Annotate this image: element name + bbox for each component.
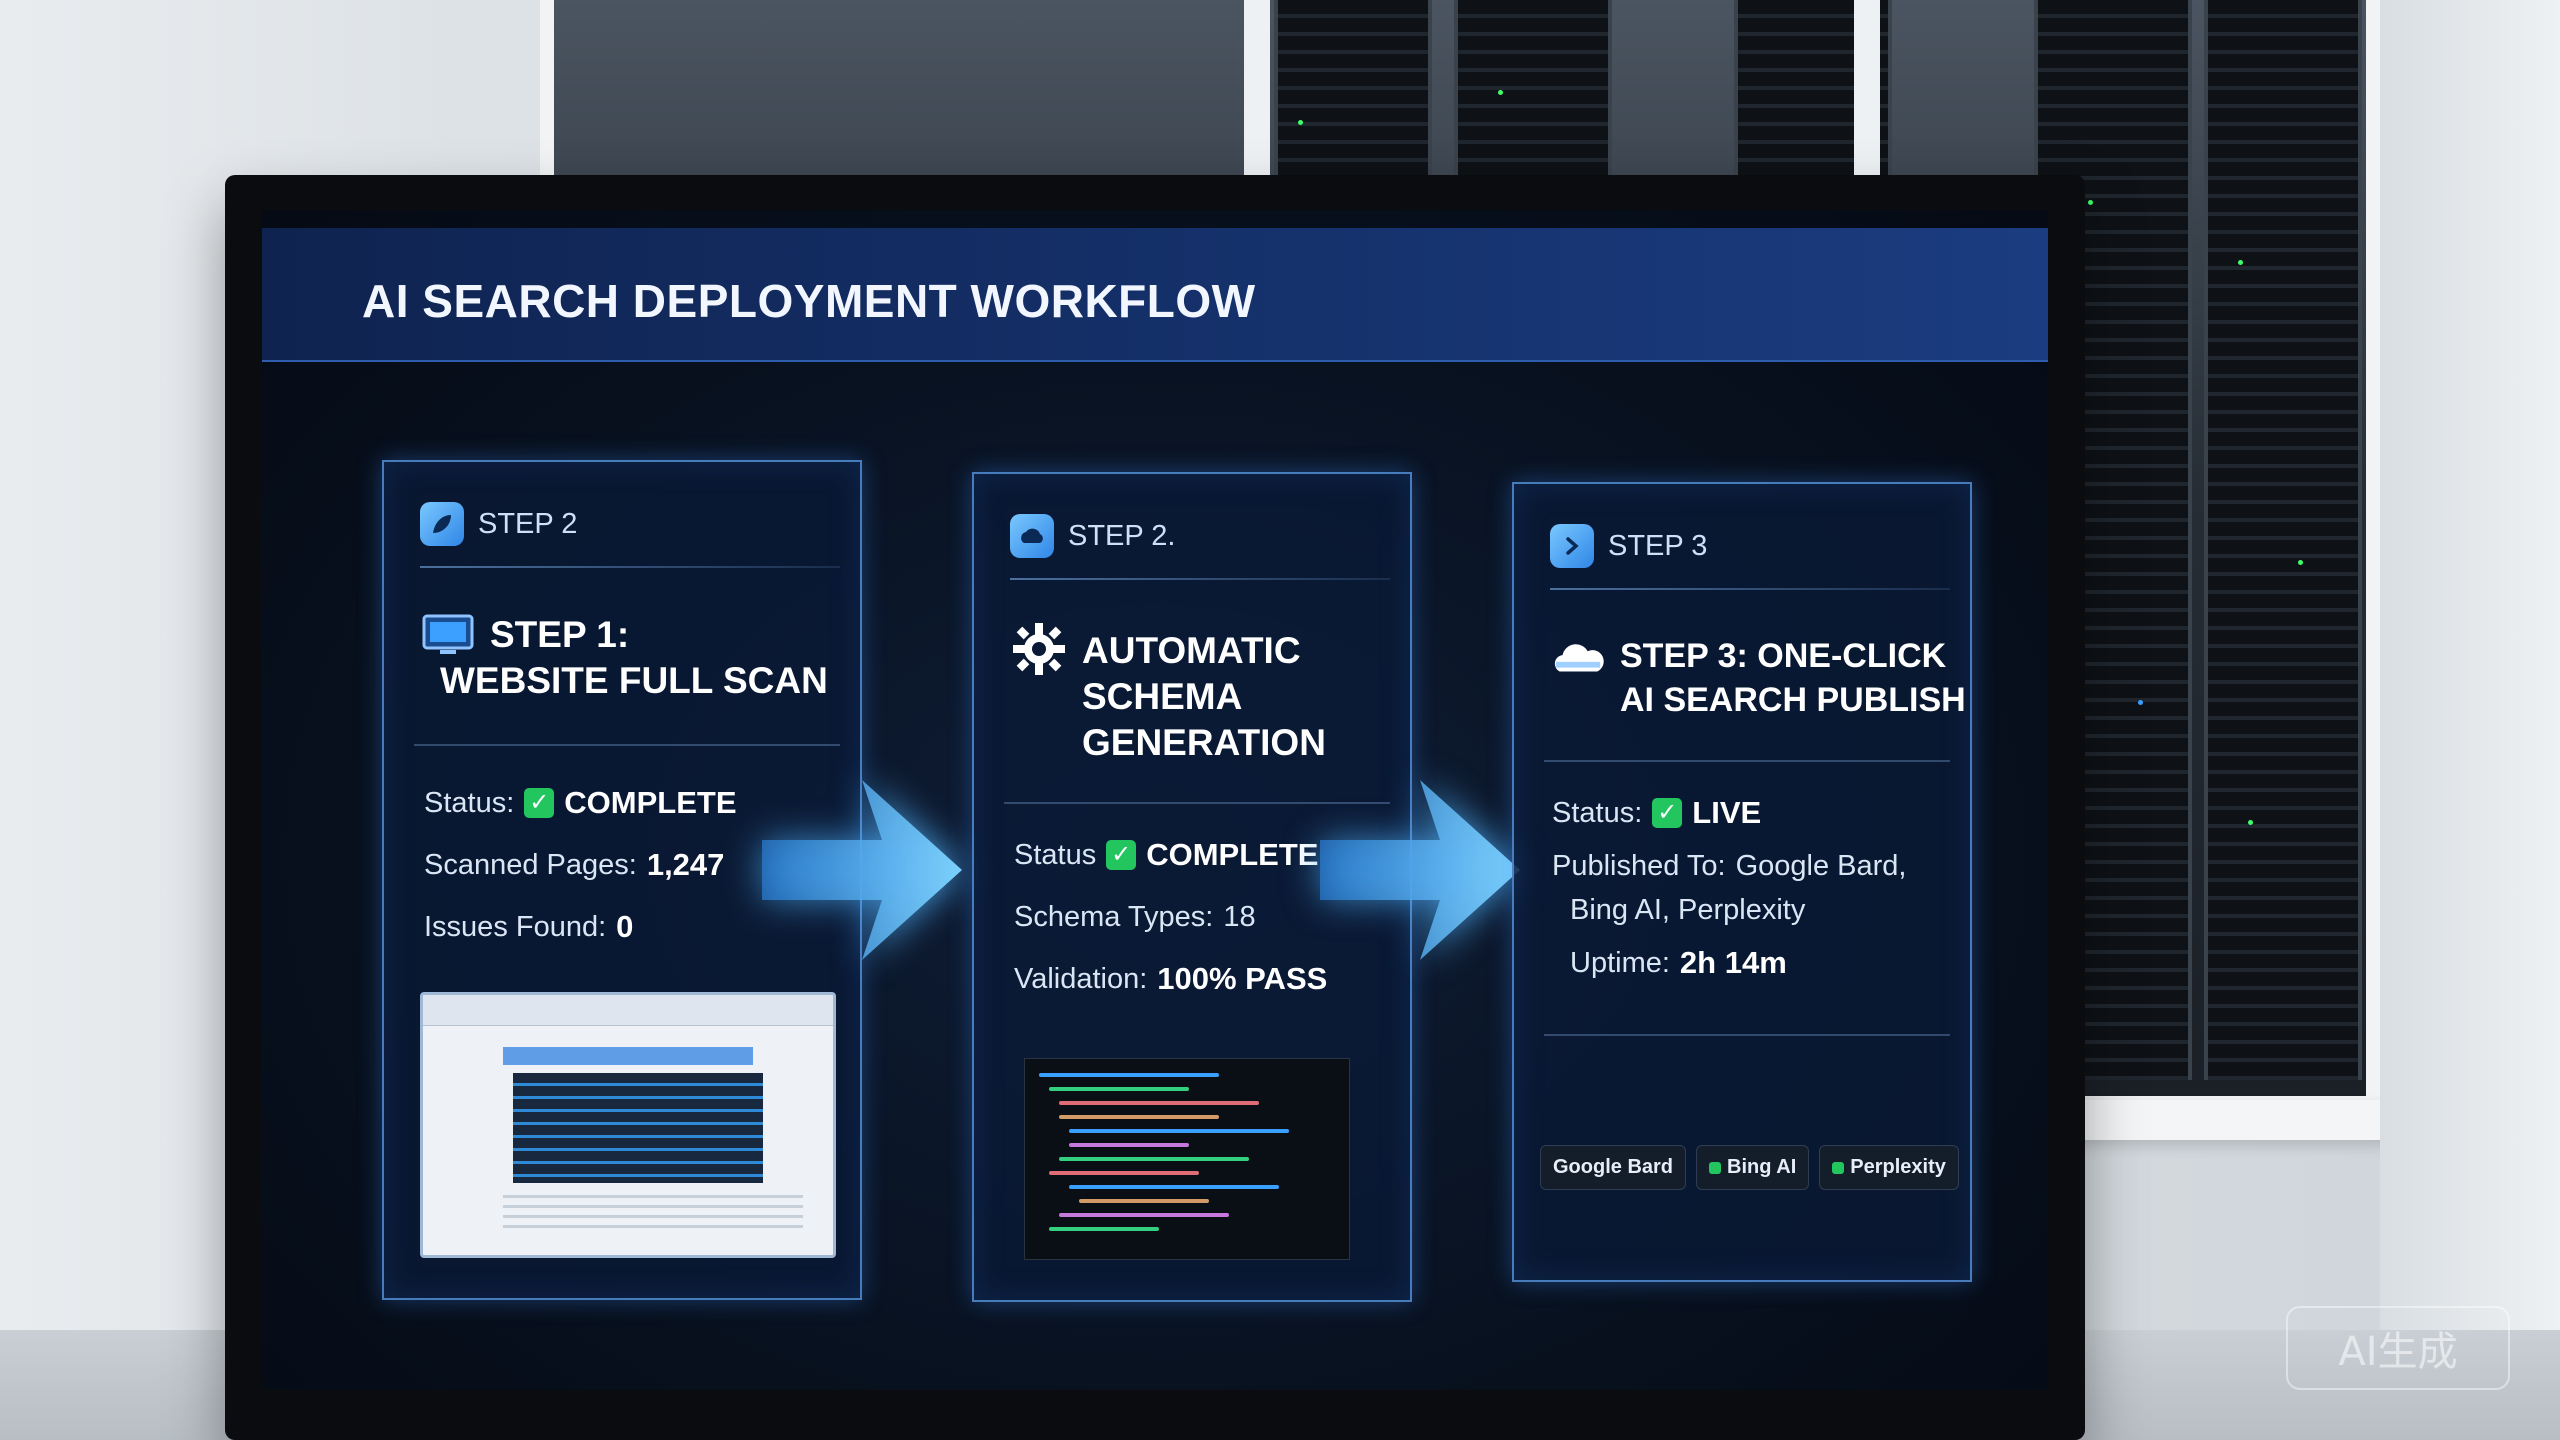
card-title: STEP 1: WEBSITE FULL SCAN <box>420 612 840 704</box>
stat-label: Scanned Pages: <box>424 848 637 881</box>
card-title: STEP 3: ONE-CLICK AI SEARCH PUBLISH <box>1550 634 1966 722</box>
stat-value: Google Bard, <box>1735 849 1907 882</box>
stat-status: Status ✓ COMPLETE <box>1014 824 1390 886</box>
step-tag: STEP 2. <box>1010 514 1175 558</box>
server-rack <box>2204 0 2362 1080</box>
flow-arrow-icon <box>1320 780 1520 960</box>
stats-list: Status: ✓ LIVE Published To: Google Bard… <box>1552 782 1950 994</box>
step-label: STEP 3 <box>1608 529 1708 562</box>
wall <box>2380 0 2560 1440</box>
check-icon: ✓ <box>1106 840 1137 870</box>
code-preview <box>1024 1058 1350 1260</box>
stat-value: COMPLETE <box>564 785 737 820</box>
stat-label: Validation: <box>1014 962 1148 995</box>
divider <box>1544 1034 1950 1036</box>
badge-perplexity[interactable]: Perplexity <box>1819 1145 1959 1190</box>
gear-icon <box>1010 614 1068 684</box>
divider <box>1550 588 1950 590</box>
stat-value: Bing AI, Perplexity <box>1570 893 1806 926</box>
cloud-icon <box>1010 514 1054 558</box>
step-label: STEP 2. <box>1068 519 1176 552</box>
stat-label: Published To: <box>1552 849 1726 882</box>
card-title-line: SCHEMA <box>1082 676 1243 717</box>
card-title: AUTOMATIC SCHEMA GENERATION <box>1010 614 1390 766</box>
monitor-icon <box>420 612 476 658</box>
page-title: AI SEARCH DEPLOYMENT WORKFLOW <box>362 275 1256 327</box>
badge-label: Bing AI <box>1727 1156 1797 1178</box>
stat-label: Schema Types: <box>1014 900 1214 933</box>
bing-icon <box>1709 1161 1722 1174</box>
card-title-line: GENERATION <box>1082 722 1326 763</box>
preview-text-lines <box>503 1195 803 1235</box>
check-icon: ✓ <box>524 788 555 818</box>
stat-uptime: Uptime: 2h 14m <box>1552 932 1950 994</box>
browser-toolbar <box>423 995 833 1026</box>
stat-scanned-pages: Scanned Pages: 1,247 <box>424 834 840 896</box>
stat-value: 100% PASS <box>1157 961 1328 996</box>
step-label: STEP 2 <box>478 507 578 540</box>
stat-label: Status: <box>1552 796 1643 829</box>
card-title-line: AUTOMATIC <box>1082 630 1301 671</box>
stat-value: LIVE <box>1692 795 1762 830</box>
divider <box>420 566 840 568</box>
arrow-right-icon <box>1550 524 1594 568</box>
stat-value: 1,247 <box>646 847 725 882</box>
platform-badges: Google Bard Bing AI Perplexity <box>1540 1145 1959 1190</box>
divider <box>1004 802 1390 804</box>
leaf-icon <box>420 502 464 546</box>
header-band: AI SEARCH DEPLOYMENT WORKFLOW <box>262 228 2048 362</box>
card-title-line: AI SEARCH PUBLISH <box>1620 681 1966 719</box>
card-title-line: STEP 1: <box>490 614 630 655</box>
badge-label: Perplexity <box>1850 1156 1946 1178</box>
stat-status: Status: ✓ LIVE <box>1552 782 1950 844</box>
website-preview <box>420 992 836 1258</box>
stat-value: 2h 14m <box>1679 945 1787 980</box>
badge-google-bard[interactable]: Google Bard <box>1540 1145 1687 1190</box>
stat-value: 0 <box>616 909 634 944</box>
stat-label: Status <box>1014 838 1097 871</box>
divider <box>414 744 840 746</box>
stat-label: Issues Found: <box>424 910 607 943</box>
stat-issues-found: Issues Found: 0 <box>424 896 840 958</box>
stat-value: 18 <box>1223 900 1256 933</box>
stats-list: Status ✓ COMPLETE Schema Types: 18 Valid… <box>1014 824 1390 1010</box>
card-title-line: WEBSITE FULL SCAN <box>440 660 828 701</box>
preview-header-bar <box>503 1047 753 1065</box>
stat-label: Status: <box>424 786 515 819</box>
stat-schema-types: Schema Types: 18 <box>1014 886 1390 948</box>
perplexity-icon <box>1832 1161 1845 1174</box>
monitor-screen: AI SEARCH DEPLOYMENT WORKFLOW STEP 2 STE… <box>262 210 2048 1390</box>
step-tag: STEP 3 <box>1550 524 1707 568</box>
stat-published-to: Published To: Google Bard, <box>1552 844 1950 888</box>
preview-content-block <box>513 1073 763 1183</box>
step-tag: STEP 2 <box>420 502 577 546</box>
check-icon: ✓ <box>1652 798 1683 828</box>
card-title-line: STEP 3: ONE-CLICK <box>1620 637 1947 675</box>
stats-list: Status: ✓ COMPLETE Scanned Pages: 1,247 … <box>424 772 840 958</box>
cloud-upload-icon <box>1550 634 1606 680</box>
watermark: AI生成 <box>2286 1306 2510 1390</box>
stat-published-to-cont: Bing AI, Perplexity <box>1552 888 1950 932</box>
stat-status: Status: ✓ COMPLETE <box>424 772 840 834</box>
stat-validation: Validation: 100% PASS <box>1014 948 1390 1010</box>
divider <box>1544 760 1950 762</box>
stat-value: COMPLETE <box>1146 837 1319 872</box>
flow-arrow-icon <box>762 780 962 960</box>
badge-bing-ai[interactable]: Bing AI <box>1696 1145 1810 1190</box>
workflow-card-publish[interactable]: STEP 3 STEP 3: ONE-CLICK AI SEARCH PUBLI… <box>1512 482 1972 1282</box>
badge-label: Google Bard <box>1553 1156 1674 1178</box>
divider <box>1010 578 1390 580</box>
stat-label: Uptime: <box>1570 946 1670 979</box>
